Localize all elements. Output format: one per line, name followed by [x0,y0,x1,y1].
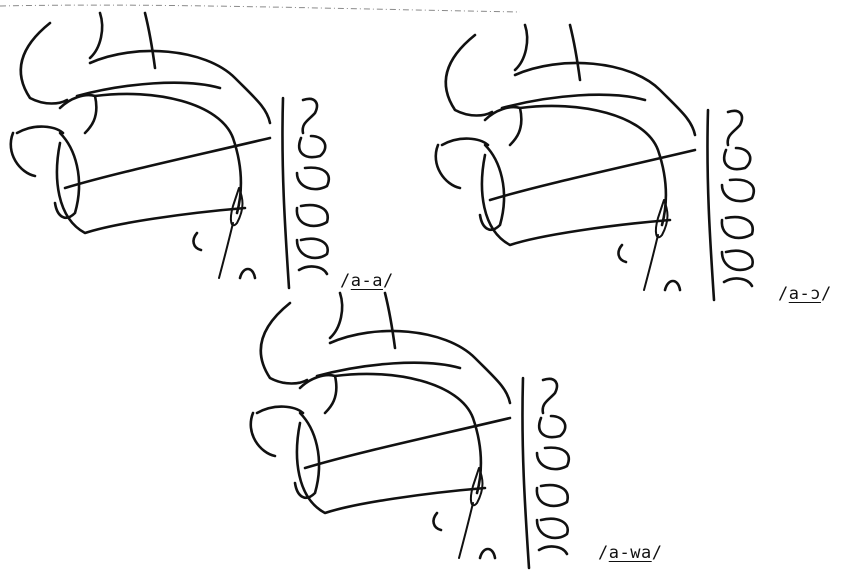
label-close: / [652,543,663,563]
label-close: / [383,271,394,291]
label-open: / [340,271,351,291]
figure-label-a-a: /a-a/ [340,271,394,291]
label-open: / [778,284,789,304]
label-text: a-a [351,271,383,291]
scan-rule [0,5,520,12]
label-open: / [598,543,609,563]
figure-label-a-o: /a-ɔ/ [778,284,832,304]
label-text: a-wa [609,543,652,563]
label-close: / [821,284,832,304]
figure-label-a-wa: /a-wa/ [598,543,662,563]
label-text: a-ɔ [789,284,821,304]
tract-drawing-1 [11,13,329,288]
tract-drawing-2 [436,25,754,300]
tract-drawing-3 [251,293,569,568]
